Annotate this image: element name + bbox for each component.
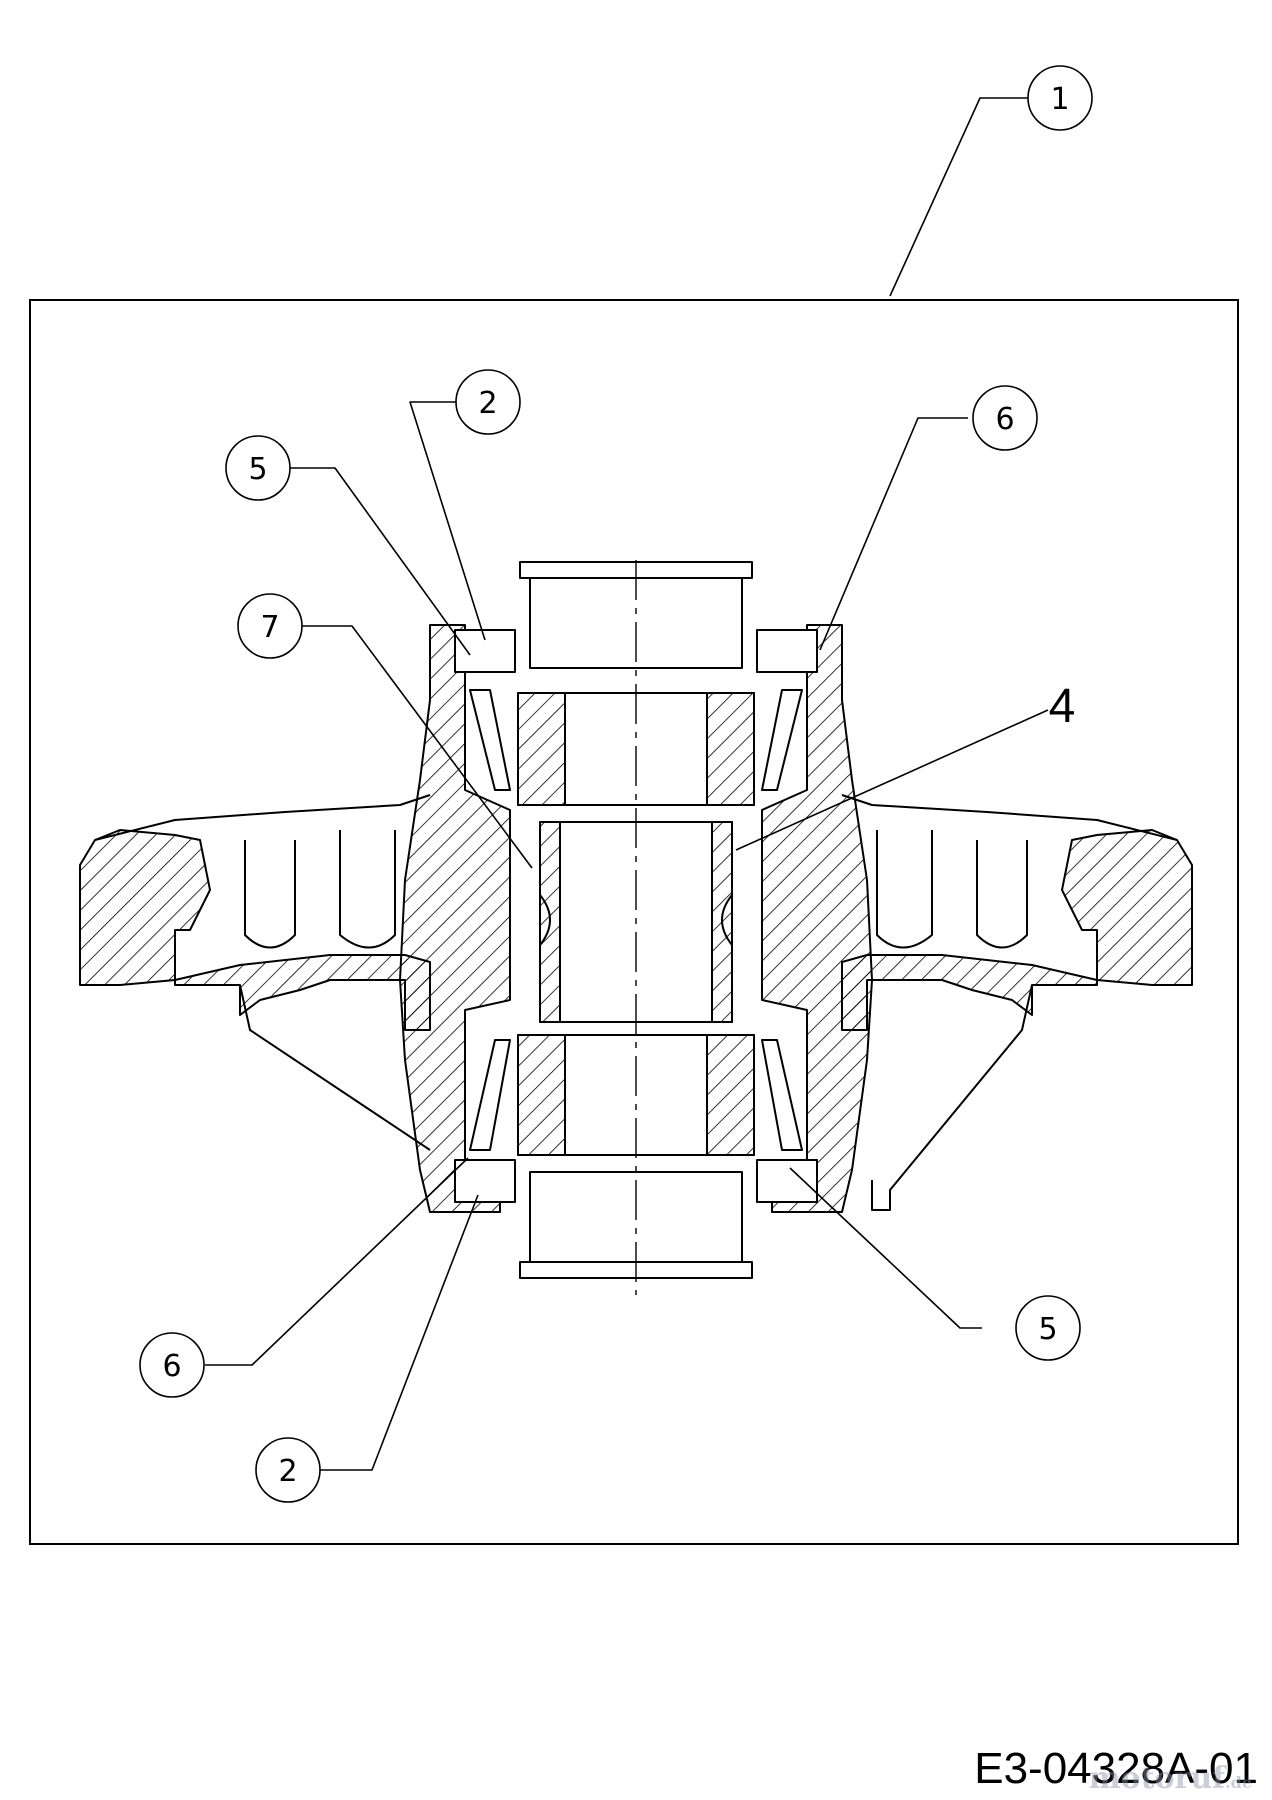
spindle-shaft: [517, 560, 755, 1295]
callout-2-top: 2: [455, 369, 521, 435]
callout-4-label: 4: [1049, 680, 1076, 733]
callout-6-bottom-label: 6: [162, 1349, 181, 1384]
callout-5-top: 5: [225, 435, 291, 501]
watermark-logo: motoruf.de: [1089, 1761, 1252, 1796]
bearings: [454, 629, 818, 1203]
hub-body: [79, 624, 1193, 1213]
callout-6-top-label: 6: [995, 402, 1014, 437]
callout-2-bottom-label: 2: [278, 1454, 297, 1489]
callout-5-top-label: 5: [248, 452, 267, 487]
watermark-suffix: .de: [1225, 1773, 1252, 1792]
watermark-name: motoruf: [1088, 1761, 1226, 1796]
callout-2-bottom: 2: [255, 1437, 321, 1503]
assembly-frame: [29, 299, 1239, 1545]
callout-6-bottom: 6: [139, 1332, 205, 1398]
callout-5-bottom: 5: [1015, 1295, 1081, 1361]
callout-5-bottom-label: 5: [1038, 1312, 1057, 1347]
callout-7: 7: [237, 593, 303, 659]
callout-1: 1: [1027, 65, 1093, 131]
callout-7-label: 7: [260, 610, 279, 645]
callout-1-label: 1: [1050, 82, 1069, 117]
callout-leaders: [205, 97, 1049, 1471]
callout-4: 4: [1049, 680, 1076, 733]
drawing-code: E3-04328A-01: [974, 1744, 1258, 1793]
callout-2-top-label: 2: [478, 386, 497, 421]
callout-6-top: 6: [972, 385, 1038, 451]
